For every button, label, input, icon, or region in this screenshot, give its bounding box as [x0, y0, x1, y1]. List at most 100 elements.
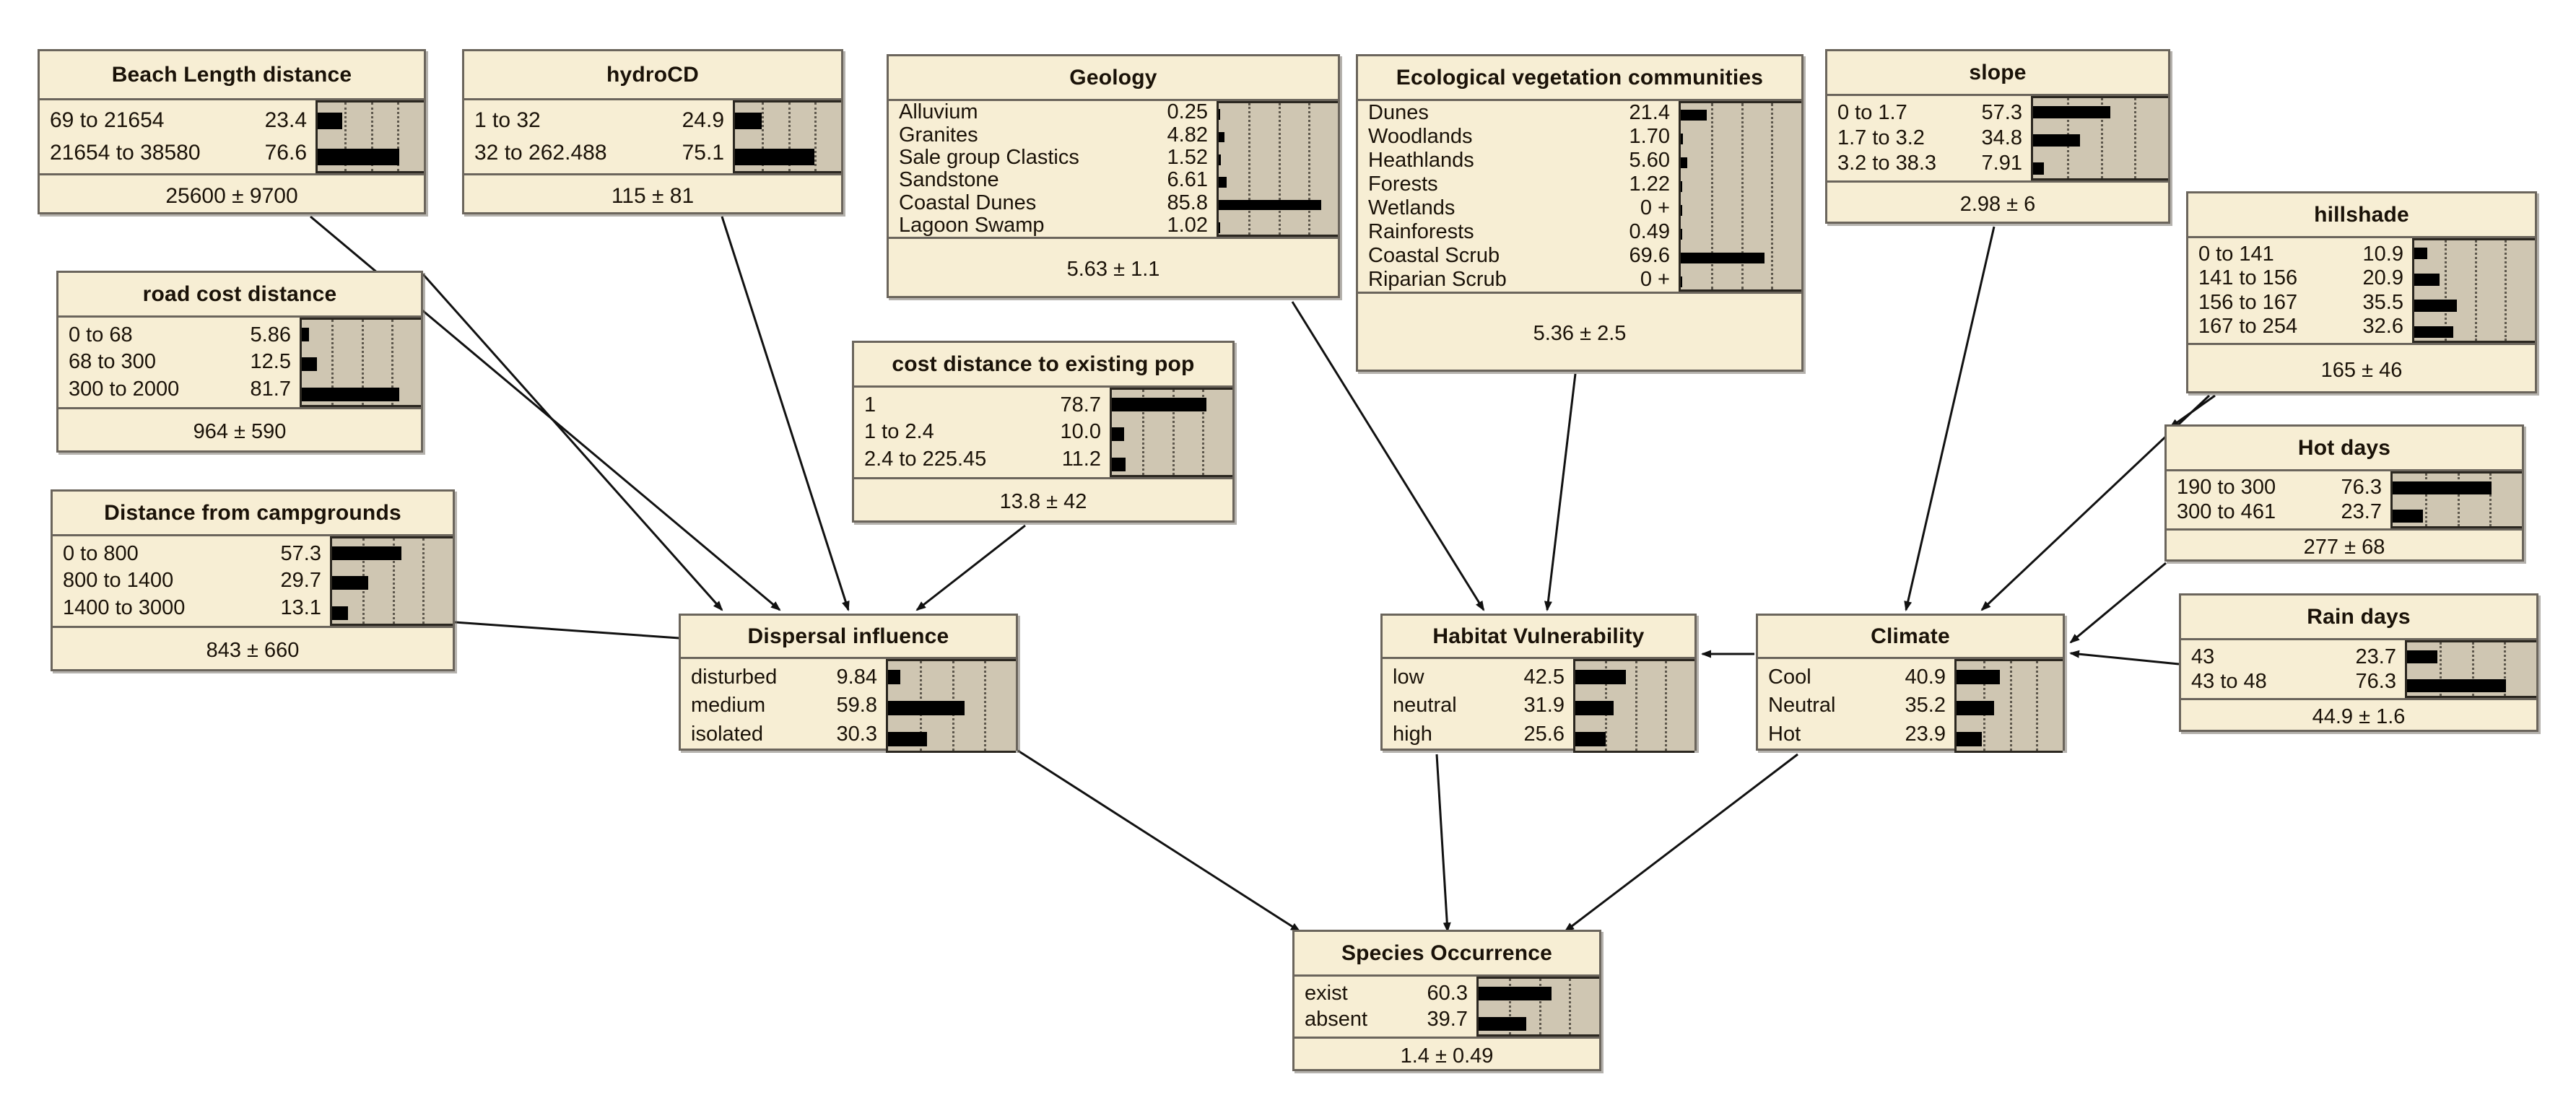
bar-slot [1575, 692, 1694, 723]
node-title-evc: Ecological vegetation communities [1358, 56, 1801, 101]
state-value: 25.6 [1523, 722, 1565, 746]
state-label: 0 to 1.7 [1837, 101, 1907, 124]
bar-slot [1957, 692, 2063, 723]
bar-slot [1219, 171, 1338, 193]
state-value: 42.5 [1523, 666, 1565, 689]
bar [888, 669, 901, 684]
bar-slot [302, 320, 421, 349]
bar [1219, 222, 1220, 233]
bar [1681, 109, 1707, 121]
state-label: 300 to 2000 [69, 377, 180, 401]
state-label: Sale group Clastics [899, 145, 1079, 169]
state-value: 23.9 [1905, 722, 1946, 746]
bar [2414, 300, 2458, 312]
state-row[interactable]: high 25.6 [1383, 720, 1573, 749]
state-value: 0.49 [1629, 220, 1670, 243]
bar-chart-species_occurrence [1476, 977, 1599, 1037]
bar [1219, 154, 1221, 165]
node-title-cost_distance_to_existing_pop: cost distance to existing pop [854, 343, 1232, 388]
bar [302, 328, 309, 342]
bar-slot [1575, 661, 1694, 692]
state-label: 300 to 461 [2177, 499, 2276, 523]
node-footer-rain_days: 44.9 ± 1.6 [2181, 698, 2536, 734]
bar [1957, 669, 2001, 684]
bar-gridline [1141, 390, 1144, 475]
state-value: 60.3 [1427, 982, 1468, 1005]
node-footer-beach_length_distance: 25600 ± 9700 [40, 173, 424, 217]
bar-slot [888, 724, 1016, 751]
state-value: 78.7 [1060, 393, 1101, 417]
bar-gridline [2134, 98, 2137, 178]
state-label: high [1393, 722, 1432, 746]
edge-evc-to-habitat_vulnerability [1544, 373, 1577, 611]
state-value: 57.3 [280, 542, 321, 566]
bar [1957, 701, 1994, 715]
